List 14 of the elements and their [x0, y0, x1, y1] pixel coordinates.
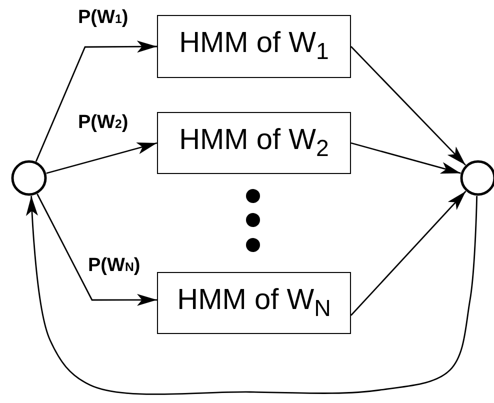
model-label: HMM of W$_{N}$	[177, 286, 331, 320]
model-box	[157, 272, 351, 334]
arrow	[46, 142, 158, 174]
arrow	[350, 46, 466, 166]
arrow	[350, 142, 461, 174]
arrow	[36, 194, 157, 306]
model-label: HMM of W$_{1}$	[179, 29, 329, 64]
arrow	[26, 196, 478, 395]
state-circle	[11, 160, 47, 196]
arrow	[35, 40, 157, 162]
model-label: HMM of W$_{2}$	[179, 126, 329, 160]
model-box	[157, 112, 351, 174]
arrow	[350, 190, 466, 316]
model-box	[157, 15, 351, 78]
